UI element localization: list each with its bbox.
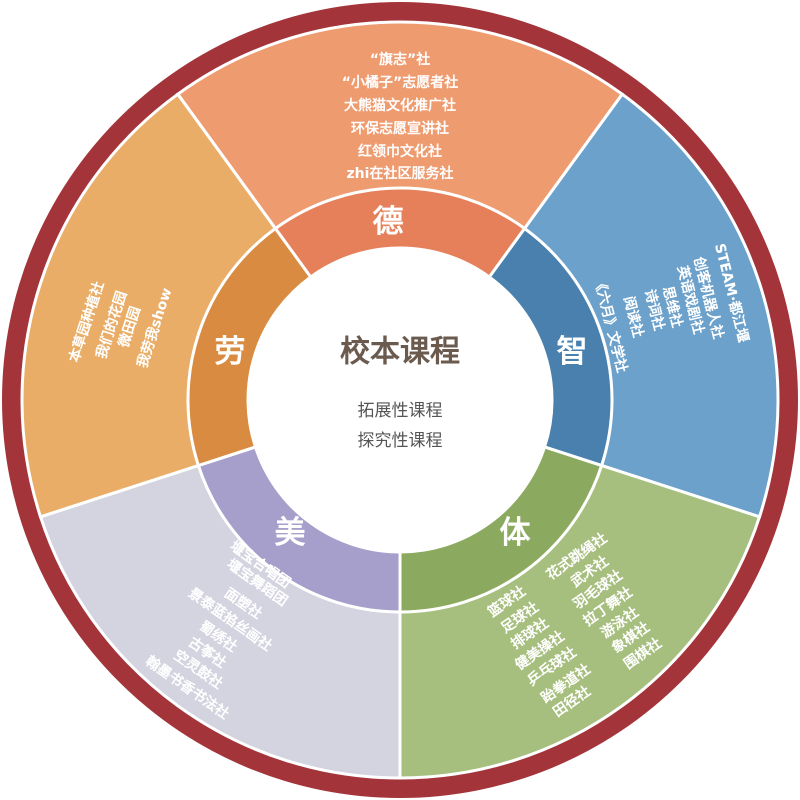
center-subtitle: 拓展性课程 xyxy=(358,401,443,421)
club-item: 红领巾文化社 xyxy=(358,143,442,160)
club-item: 大熊猫文化推广社 xyxy=(344,97,456,114)
segment-label-zhi: 智 xyxy=(557,334,588,370)
center-subtitle: 探究性课程 xyxy=(358,431,443,451)
club-item: 环保志愿宣讲社 xyxy=(351,120,449,137)
inner-segments xyxy=(186,186,614,614)
segment-label-lao: 劳 xyxy=(215,334,246,370)
segment-label-ti: 体 xyxy=(500,515,531,551)
center-title: 校本课程 xyxy=(340,335,460,370)
segment-label-mei: 美 xyxy=(275,515,306,551)
segment-label-de: 德 xyxy=(373,204,404,240)
club-item: zhi在社区服务社 xyxy=(347,165,454,182)
club-item: “旗志”社 xyxy=(370,51,430,68)
club-item: “小橘子”志愿者社 xyxy=(342,74,458,91)
center-circle xyxy=(248,248,552,552)
